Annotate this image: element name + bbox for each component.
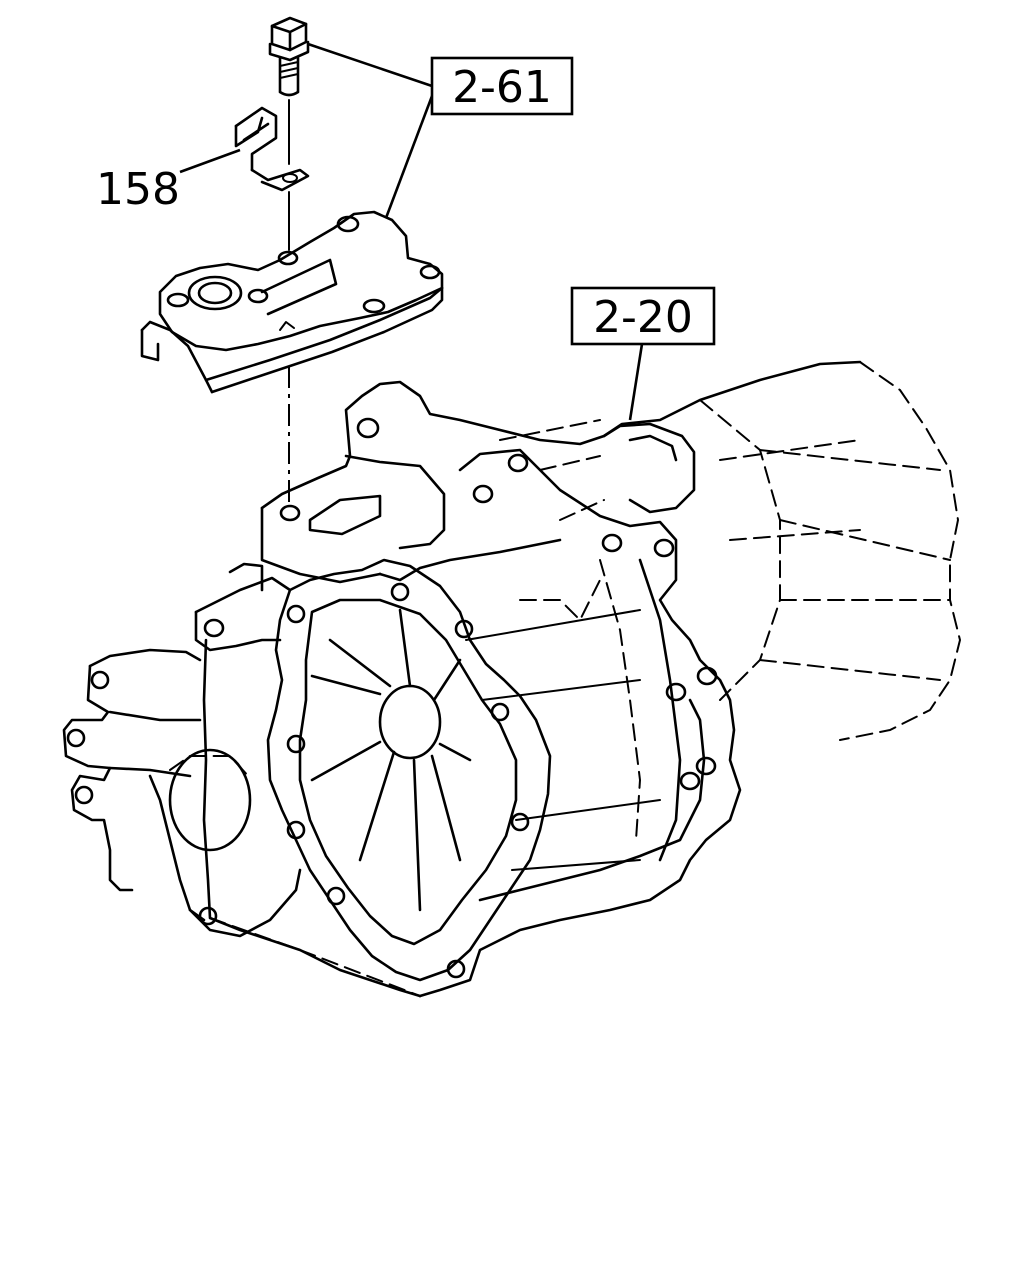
callout-2-20: 2-20 — [570, 286, 716, 346]
transmission-case — [62, 360, 962, 998]
part-number-158: 158 — [96, 164, 180, 215]
bolt — [268, 16, 310, 97]
leader-lines — [179, 42, 644, 421]
shift-cover — [140, 210, 444, 394]
clip-part-158 — [234, 106, 310, 192]
callout-2-61-text: 2-61 — [452, 62, 552, 113]
callout-2-61: 2-61 — [430, 56, 574, 116]
callout-2-20-text: 2-20 — [593, 292, 693, 343]
